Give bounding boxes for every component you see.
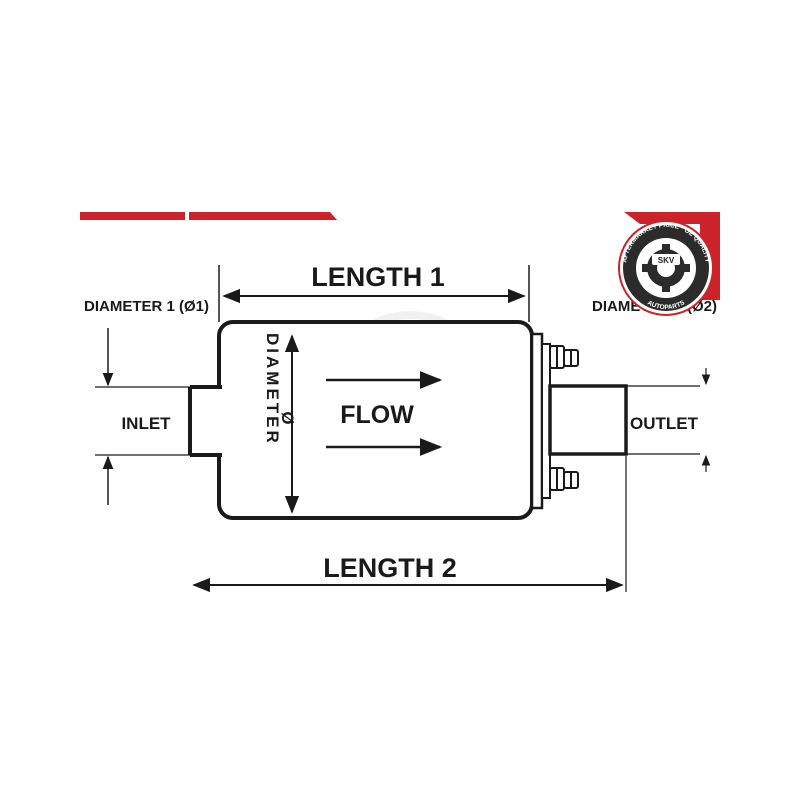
outlet-pipe (548, 384, 628, 456)
logo-brand: SKV (658, 256, 675, 265)
flow-label: FLOW (340, 401, 414, 429)
accent-bar-left (80, 212, 185, 220)
outlet-label: OUTLET (630, 414, 699, 433)
terminal-top (549, 345, 579, 369)
pump-end-cap (530, 332, 544, 510)
skv-logo: AFTERMARKET PRICE · OE QUALITY AUTOPARTS… (618, 220, 714, 316)
accent-bar-middle (189, 212, 337, 220)
length1-label: LENGTH 1 (311, 262, 445, 292)
body-diameter-label: DIAMETER (263, 333, 282, 446)
body-diameter-symbol: Ø (278, 411, 297, 424)
inlet-pipe (188, 385, 219, 457)
length2-label: LENGTH 2 (323, 553, 457, 583)
inlet-label: INLET (121, 414, 171, 433)
diameter1-label: DIAMETER 1 (Ø1) (84, 298, 209, 315)
terminal-bottom (549, 467, 579, 491)
